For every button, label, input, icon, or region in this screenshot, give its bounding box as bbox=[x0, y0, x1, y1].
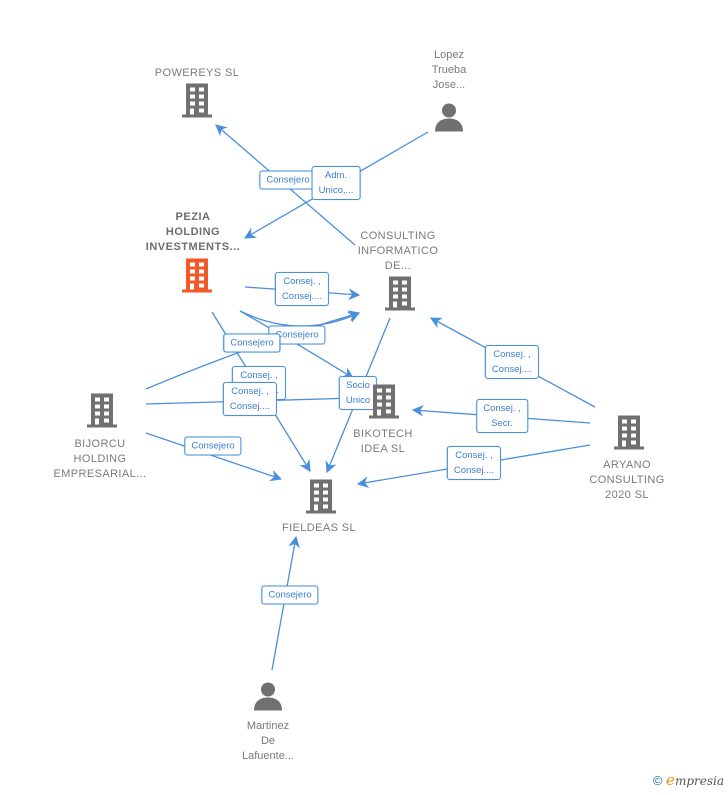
edge-role-label[interactable]: Adm. Unico,... bbox=[311, 166, 361, 200]
edge-role-label[interactable]: Socio Unico bbox=[338, 376, 378, 410]
building-icon[interactable] bbox=[306, 479, 336, 519]
edge-role-label[interactable]: Consejero bbox=[223, 333, 281, 353]
edge-bijorcu-to-fieldeas bbox=[145, 432, 283, 482]
edge-role-label[interactable]: Consej. , Consej.... bbox=[274, 272, 330, 306]
building-icon[interactable] bbox=[87, 393, 117, 433]
node-label[interactable]: BIKOTECH IDEA SL bbox=[353, 428, 413, 455]
brand-logo-initial: e bbox=[666, 771, 675, 789]
brand-logo-text: mpresia bbox=[674, 774, 724, 788]
node-label[interactable]: CONSULTING INFORMATICO DE... bbox=[357, 230, 439, 272]
person-icon[interactable] bbox=[434, 102, 464, 137]
building-icon[interactable] bbox=[369, 384, 399, 424]
building-icon[interactable] bbox=[182, 258, 212, 298]
node-label[interactable]: Lopez Trueba Jose... bbox=[431, 49, 467, 91]
node-label[interactable]: BIJORCU HOLDING EMPRESARIAL... bbox=[53, 438, 147, 480]
edge-role-label[interactable]: Consejero bbox=[259, 170, 317, 190]
edge-role-label[interactable]: Consejero bbox=[184, 436, 242, 456]
building-icon[interactable] bbox=[385, 276, 415, 316]
node-label[interactable]: POWEREYS SL bbox=[154, 67, 240, 79]
edge-role-label[interactable]: Consejero bbox=[261, 585, 319, 605]
copyright-symbol: © bbox=[652, 773, 663, 788]
node-label[interactable]: FIELDEAS SL bbox=[281, 522, 357, 534]
building-icon[interactable] bbox=[182, 83, 212, 123]
edge-pezia-to-bikotech bbox=[239, 310, 354, 379]
edge-role-label[interactable]: Consej. , Consej.... bbox=[446, 446, 502, 480]
building-icon[interactable] bbox=[614, 415, 644, 455]
edge-role-label[interactable]: Consej. , Secr. bbox=[476, 399, 528, 433]
node-label[interactable]: ARYANO CONSULTING 2020 SL bbox=[589, 459, 665, 501]
person-icon[interactable] bbox=[253, 681, 283, 716]
node-label[interactable]: Martinez De Lafuente... bbox=[242, 720, 294, 762]
edge-role-label[interactable]: Consej. , Consej.... bbox=[222, 382, 278, 416]
node-label[interactable]: PEZIA HOLDING INVESTMENTS... bbox=[145, 211, 241, 253]
edge-role-label[interactable]: Consej. , Consej.... bbox=[484, 345, 540, 379]
footer-brand: © empresia bbox=[653, 771, 724, 789]
